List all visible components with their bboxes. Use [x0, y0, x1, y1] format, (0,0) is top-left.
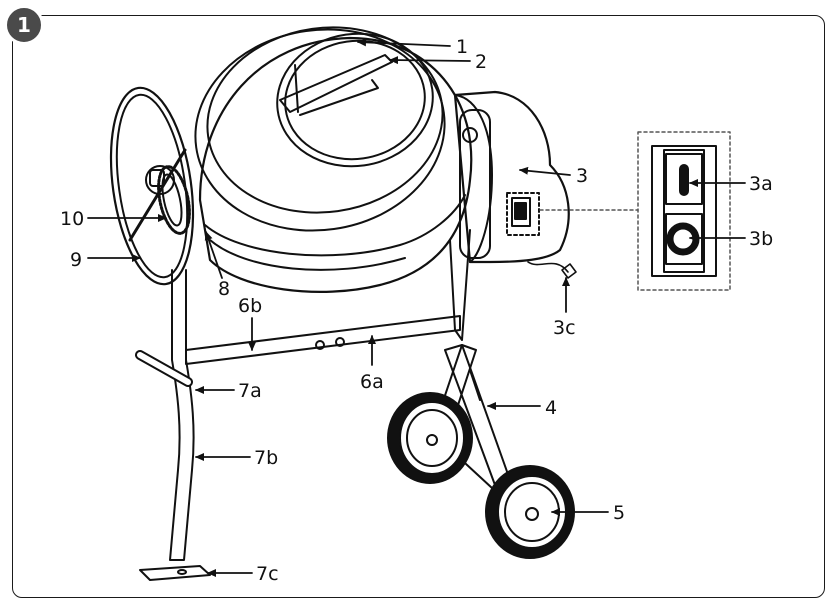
label-2: 2: [475, 51, 487, 73]
label-7b: 7b: [254, 447, 278, 469]
label-6b: 6b: [238, 295, 262, 317]
motor-housing: [453, 90, 577, 279]
handwheel: [109, 86, 195, 286]
callout-labels: 1 2 3 3a 3b 3c 4 5 6a 6b 7a 7b 7c 8 9 10: [60, 36, 773, 585]
label-3: 3: [576, 165, 588, 187]
label-5: 5: [613, 502, 625, 524]
label-7a: 7a: [238, 380, 262, 402]
gear-hub: [157, 165, 191, 235]
figure-frame: [12, 15, 825, 598]
label-3c: 3c: [553, 317, 576, 339]
figure-number-badge: 1: [4, 5, 44, 45]
drum: [194, 26, 473, 293]
label-10: 10: [60, 208, 84, 230]
label-3a: 3a: [749, 173, 773, 195]
label-9: 9: [70, 249, 82, 271]
label-8: 8: [218, 278, 230, 300]
leader-lines: [87, 38, 746, 577]
label-6a: 6a: [360, 371, 384, 393]
wheel-rear: [387, 392, 473, 484]
stand-frame: [135, 229, 511, 581]
label-7c: 7c: [256, 563, 279, 585]
label-4: 4: [545, 397, 557, 419]
label-3b: 3b: [749, 228, 773, 250]
label-1: 1: [456, 36, 468, 58]
